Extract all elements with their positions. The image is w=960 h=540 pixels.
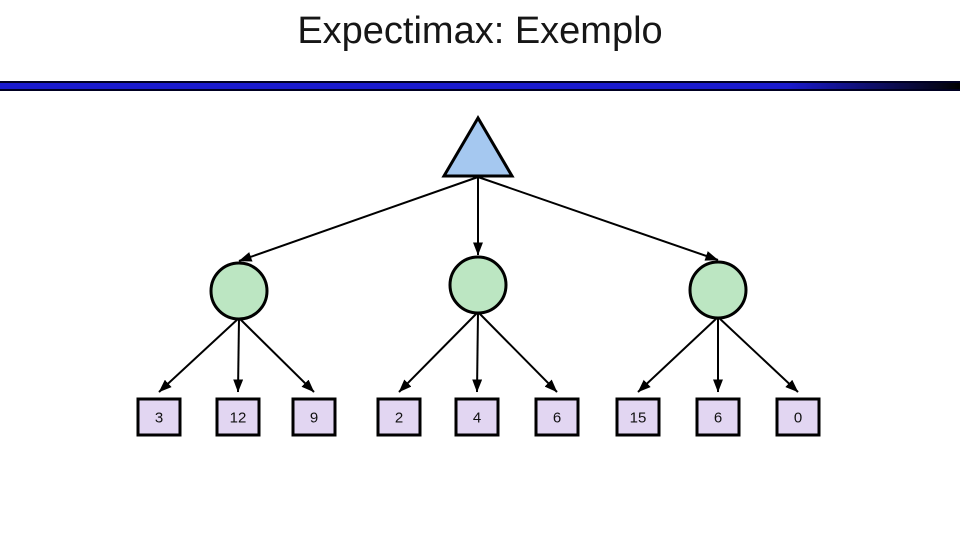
chance-node-circle — [688, 260, 748, 320]
tree-edge-arrow — [158, 317, 240, 393]
tree-edge-arrow — [472, 311, 483, 393]
leaf-node-box — [454, 397, 500, 437]
tree-edge-arrow — [477, 311, 558, 393]
chance-node-circle — [209, 261, 269, 321]
leaf-node-box — [695, 397, 741, 437]
leaf-node-box — [136, 397, 182, 437]
tree-edge-arrow — [477, 176, 719, 261]
leaf-node-box — [215, 397, 261, 437]
leaf-node-box — [775, 397, 821, 437]
max-node-triangle — [441, 115, 515, 178]
leaf-node-value: 15 — [630, 410, 647, 427]
leaf-node-box — [376, 397, 422, 437]
tree-edge-arrow — [238, 176, 479, 262]
leaf-node-value: 3 — [155, 410, 163, 427]
tree-edge-arrow — [717, 316, 799, 393]
leaf-node-value: 9 — [310, 410, 318, 427]
leaf-node-value: 12 — [230, 410, 247, 427]
leaf-node-value: 0 — [794, 410, 802, 427]
leaf-node-value: 6 — [553, 410, 561, 427]
leaf-node-value: 4 — [473, 410, 481, 427]
title-divider-rule — [0, 81, 960, 91]
leaf-node-box — [615, 397, 661, 437]
tree-edge-arrow — [238, 317, 315, 393]
chance-node-circle — [448, 255, 508, 315]
tree-edge-arrow — [233, 317, 244, 393]
leaf-node-value: 2 — [395, 410, 403, 427]
tree-edge-arrow — [637, 316, 719, 393]
leaf-node-value: 6 — [714, 410, 722, 427]
slide-title: Expectimax: Exemplo — [297, 10, 663, 52]
leaf-node-box — [291, 397, 337, 437]
leaf-node-box — [534, 397, 580, 437]
tree-edge-arrow — [398, 311, 479, 393]
